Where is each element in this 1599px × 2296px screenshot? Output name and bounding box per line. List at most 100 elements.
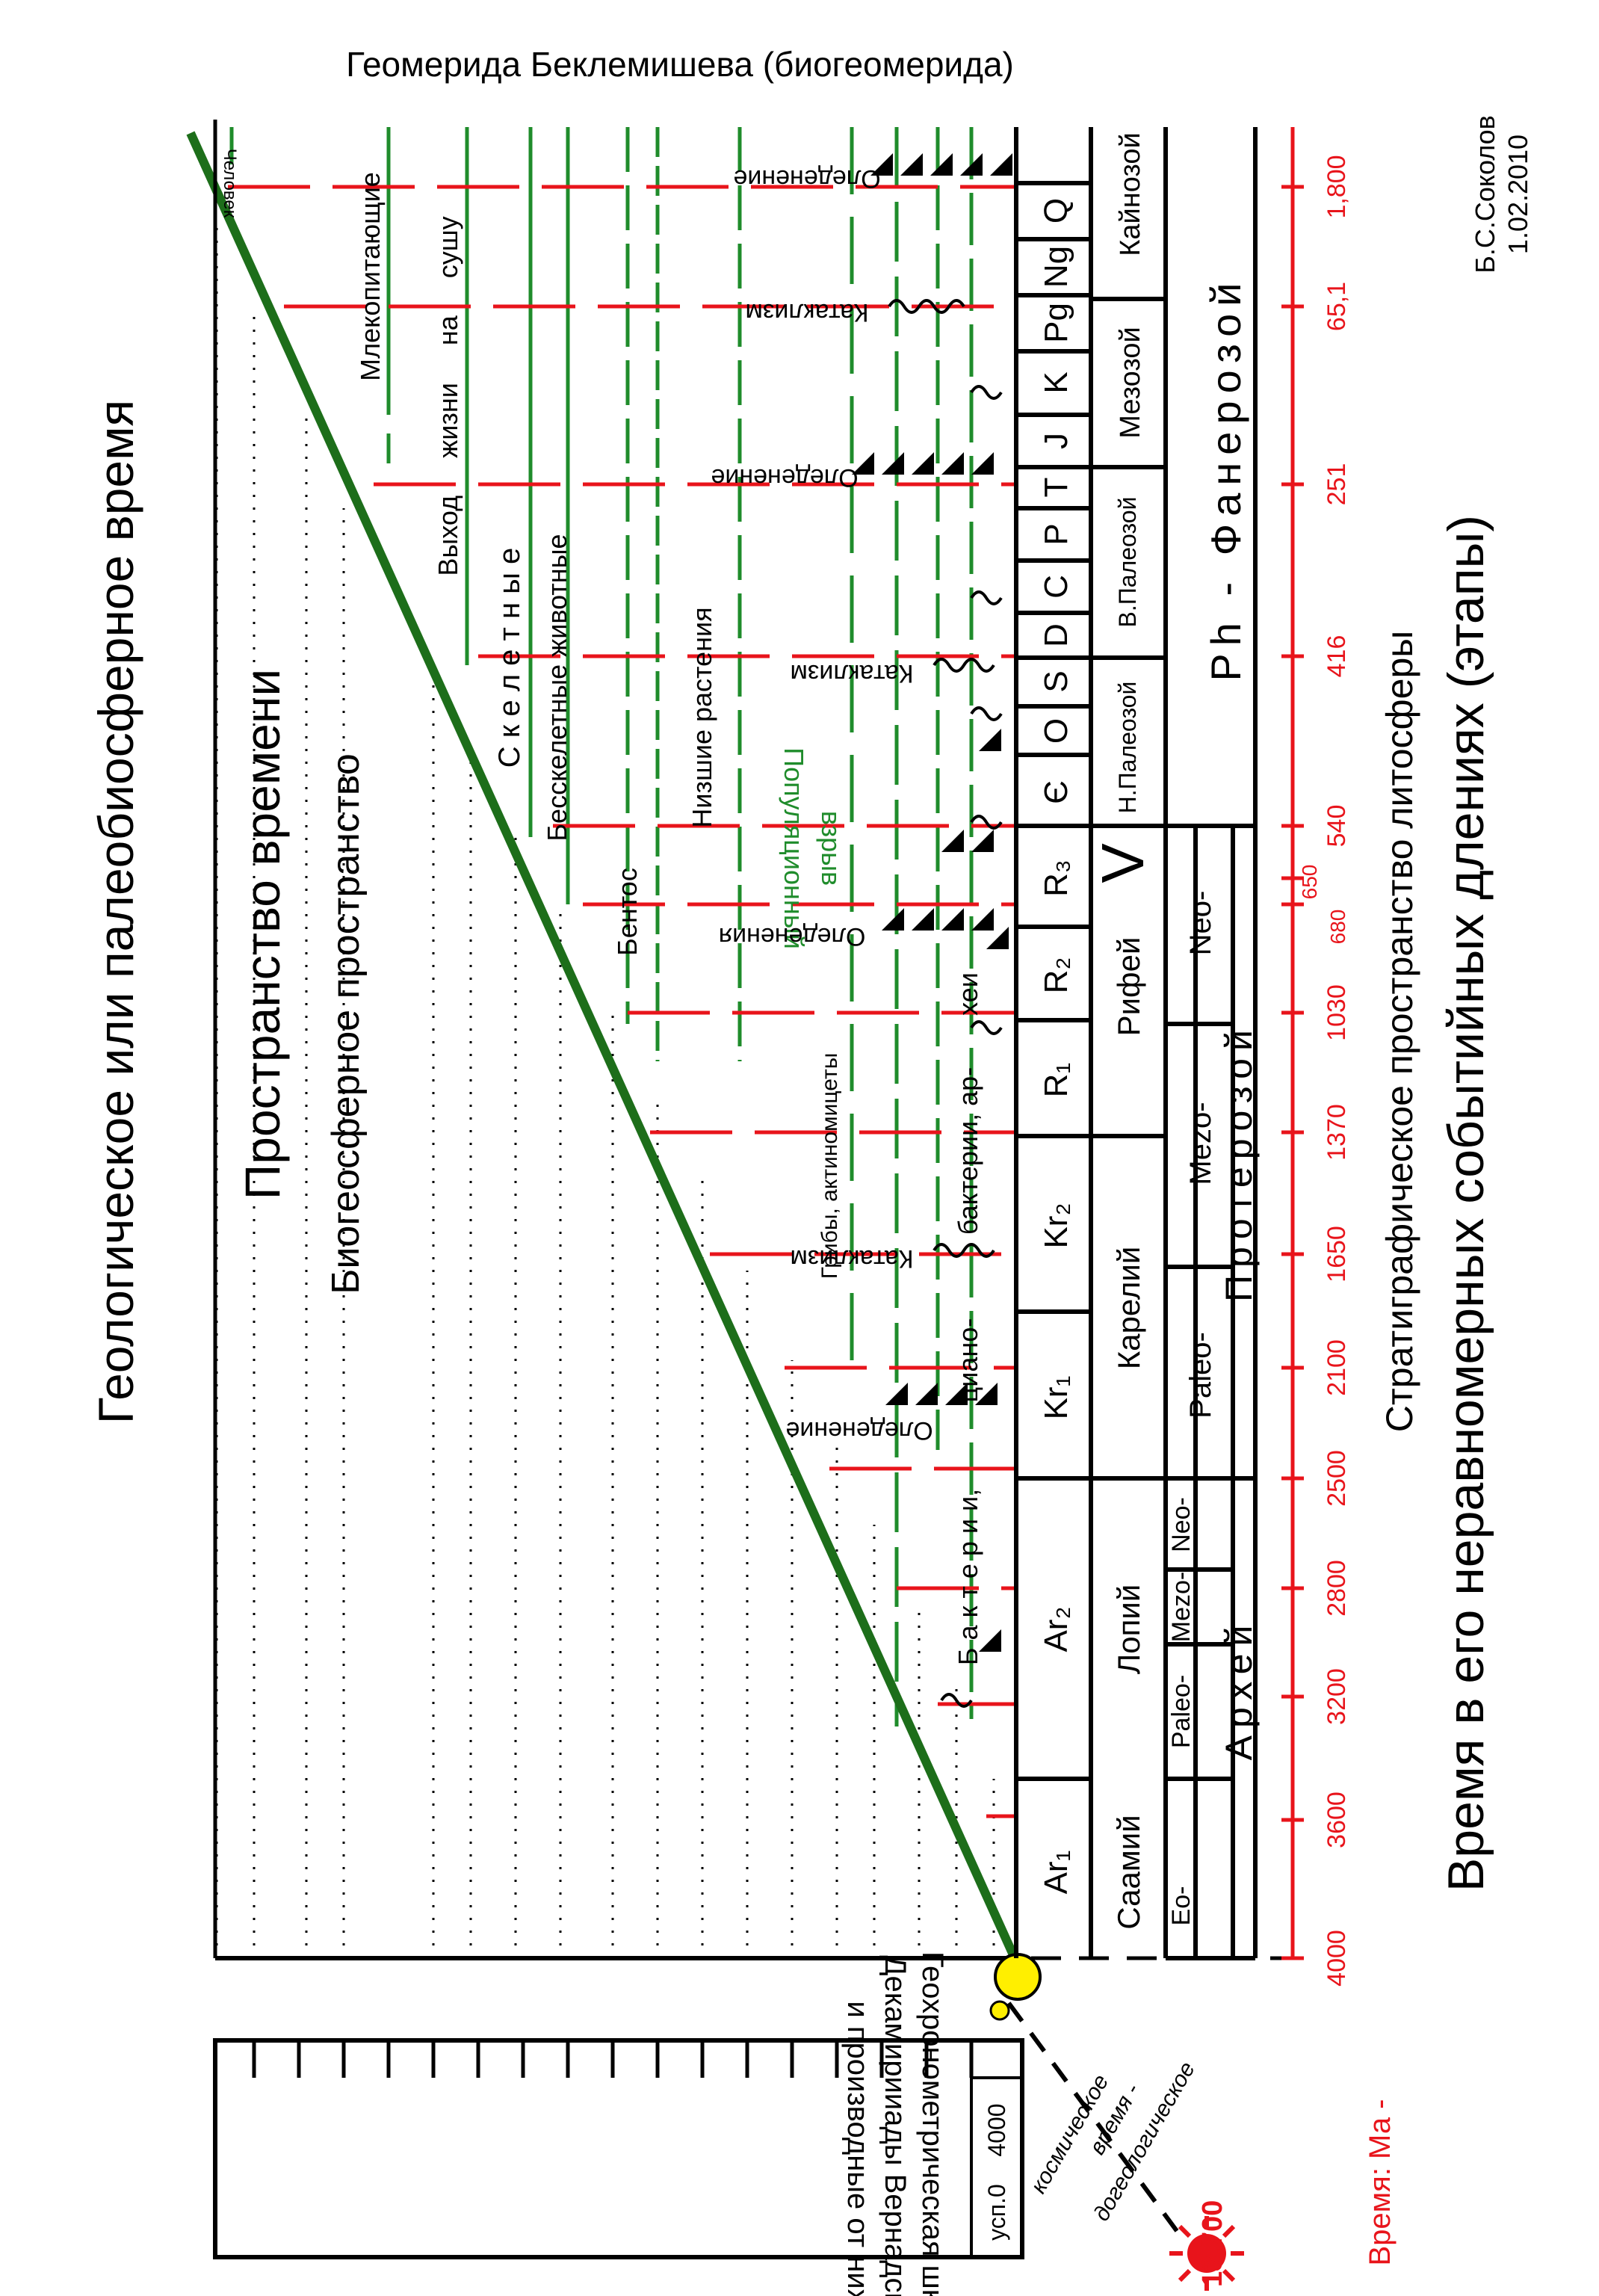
author-label: Б.С.Соколов bbox=[1470, 115, 1500, 274]
period-label: C bbox=[1038, 575, 1074, 599]
time-tick-label: 2800 bbox=[1323, 1560, 1351, 1617]
period-label: Pg bbox=[1038, 303, 1074, 343]
time-axis-label: Время: Ма - bbox=[1364, 2099, 1397, 2265]
cosmic-dashed-line bbox=[1006, 2002, 1179, 2232]
period-label: K bbox=[1038, 371, 1074, 393]
subera-label: Neo- bbox=[1184, 891, 1217, 956]
period-label: Ng bbox=[1038, 246, 1074, 288]
time-tick-label: 680 bbox=[1326, 910, 1349, 945]
life-label-cyano: циано- bbox=[953, 1318, 983, 1403]
period-label: T bbox=[1038, 478, 1074, 498]
geochrono-box bbox=[213, 2038, 1024, 2259]
time-tick-label: 416 bbox=[1323, 635, 1351, 678]
small-origin-circle bbox=[989, 2000, 1010, 2021]
geochrono-line-3: и производные от них bbox=[841, 2001, 874, 2296]
event-label-glaciation: Оледенение bbox=[785, 1416, 933, 1445]
period-label: Є bbox=[1038, 780, 1074, 804]
time-tick-label: 1650 bbox=[1323, 1226, 1351, 1283]
period-label: Kr₂ bbox=[1038, 1203, 1074, 1248]
geochrono-value: 4000 bbox=[983, 2103, 1010, 2156]
life-label-bacteria-ar: бактерии, ар- bbox=[953, 1067, 983, 1235]
subera-label: Paleo- bbox=[1167, 1675, 1196, 1748]
subera-label: Mezo- bbox=[1167, 1572, 1196, 1642]
cataclysm-markers bbox=[888, 299, 1003, 1708]
period-label: J bbox=[1038, 433, 1074, 449]
dotted-lines bbox=[215, 224, 995, 1958]
event-label-cataclysm: Катаклизм bbox=[745, 298, 868, 327]
eon-label-proterozoic: Протерозой bbox=[1218, 1022, 1260, 1302]
time-tick-label: 540 bbox=[1323, 805, 1351, 848]
period-label: Kr₁ bbox=[1038, 1376, 1074, 1420]
date-label: 1.02.2010 bbox=[1503, 135, 1533, 254]
diagram-title: Геомерида Беклемишева (биогеомерида) bbox=[346, 45, 1014, 84]
eon-label-archean: Архей bbox=[1218, 1618, 1260, 1761]
big-bang-icon bbox=[1169, 2216, 1244, 2291]
era-label: Лопий bbox=[1111, 1584, 1146, 1675]
era-label: Саамий bbox=[1111, 1815, 1146, 1929]
time-tick-label: 1,800 bbox=[1323, 155, 1351, 218]
life-label-fungi: Грибы, актиномицеты bbox=[817, 1053, 842, 1280]
biogeomerida-diagonal bbox=[186, 131, 1019, 1960]
space-of-time-title: Пространство времени bbox=[235, 669, 290, 1200]
event-label-cataclysm: Катаклизм bbox=[790, 1244, 913, 1273]
eon-label-phanerozoic: Ph - Фанерозой bbox=[1202, 275, 1249, 681]
era-label: Н.Палеозой bbox=[1114, 682, 1141, 814]
time-tick-label: 65,1 bbox=[1323, 282, 1351, 331]
life-label-land: Выход жизни на сушу bbox=[433, 216, 463, 575]
life-label-archaea: хеи bbox=[953, 972, 983, 1016]
subera-label: Neo- bbox=[1167, 1497, 1196, 1552]
era-label: В.Палеозой bbox=[1114, 497, 1141, 628]
life-label-explosion: взрыв bbox=[816, 811, 847, 886]
time-tick-label: 650 bbox=[1298, 865, 1321, 900]
time-tick-label: 4000 bbox=[1323, 1930, 1351, 1987]
geological-time-title: Геологическое или палеобиосферное время bbox=[88, 400, 143, 1424]
event-label-glaciations: Оледенения bbox=[719, 922, 866, 951]
uneven-time-title: Время в его неравномерных событийных дле… bbox=[1438, 515, 1494, 1892]
period-label: R₂ bbox=[1038, 957, 1074, 994]
subera-label: Paleo- bbox=[1184, 1332, 1217, 1419]
period-label: S bbox=[1038, 670, 1074, 692]
period-label: O bbox=[1038, 718, 1074, 744]
time-tick-label: 2100 bbox=[1323, 1339, 1351, 1396]
biosphere-space-title: Биогеосферное пространство bbox=[324, 753, 368, 1294]
geochrono-usp: усп.0 bbox=[983, 2184, 1010, 2241]
era-label: Мезозой bbox=[1115, 327, 1146, 438]
life-label-human: Человек bbox=[220, 149, 240, 218]
period-label: R₁ bbox=[1038, 1063, 1074, 1098]
event-lines bbox=[228, 185, 1016, 1818]
time-tick-label: 2500 bbox=[1323, 1450, 1351, 1507]
era-label: Кайнозой bbox=[1115, 132, 1146, 256]
geochrono-line-1: Геохронометрическая шкала bbox=[916, 1951, 949, 2296]
life-label-mammals: Млекопитающие bbox=[355, 172, 386, 381]
time-tick-label: 1370 bbox=[1323, 1104, 1351, 1161]
geochrono-line-2: Декамирииады Вернадского bbox=[879, 1955, 912, 2296]
time-tick-label: 3600 bbox=[1323, 1792, 1351, 1848]
period-label: P bbox=[1038, 523, 1074, 545]
life-label-population: Популяционный bbox=[779, 747, 809, 949]
event-label-glaciation: Оледенение bbox=[711, 463, 858, 492]
time-tick-label: 251 bbox=[1323, 463, 1351, 506]
strat-space-title: Стратиграфическое пространство литосферы bbox=[1379, 631, 1420, 1432]
subera-label: Eo- bbox=[1167, 1886, 1196, 1926]
period-label: Q bbox=[1038, 198, 1074, 223]
origin-sun bbox=[994, 1953, 1042, 2001]
era-label-vend: V bbox=[1089, 843, 1156, 883]
era-label: Рифей bbox=[1111, 937, 1146, 1037]
time-tick-label: 1030 bbox=[1323, 984, 1351, 1041]
event-label-cataclysm: Катаклизм bbox=[790, 659, 913, 688]
era-label: Карелий bbox=[1111, 1247, 1146, 1370]
time-tick-label: 3200 bbox=[1323, 1668, 1351, 1725]
time-tick-marks bbox=[1281, 185, 1304, 1960]
life-label-lower-plants: Низшие растения bbox=[687, 607, 717, 827]
life-label-benthos: Бентос bbox=[612, 868, 643, 956]
period-label: R₃ bbox=[1038, 860, 1074, 897]
life-label-skeletal: С к е л е т н ы е bbox=[493, 548, 526, 768]
life-label-bacteria: Б а к т е р и и, bbox=[953, 1489, 983, 1665]
period-label: Ar₁ bbox=[1038, 1851, 1074, 1895]
period-label: D bbox=[1038, 623, 1074, 647]
glaciation-markers bbox=[852, 153, 1012, 1652]
life-label-non-skeletal: Бесскелетные животные bbox=[542, 534, 572, 841]
event-label-glaciation: Оледенение bbox=[733, 164, 880, 193]
period-label: Ar₂ bbox=[1038, 1606, 1074, 1652]
